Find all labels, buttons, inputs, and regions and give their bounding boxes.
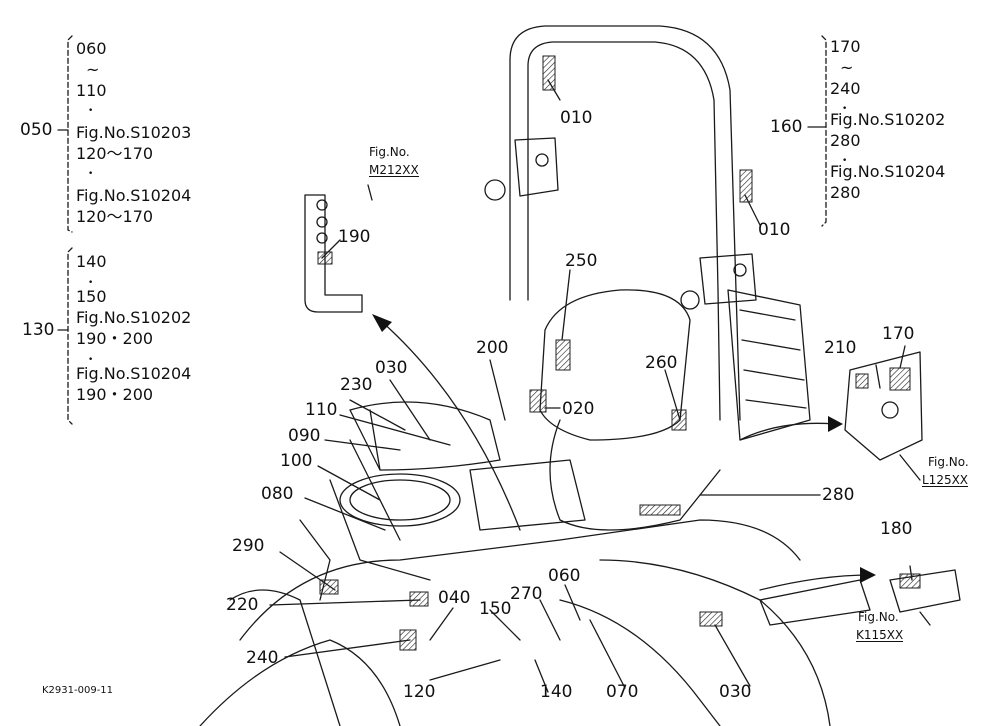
group-160-list: 170 ~ 240 • Fig.No.S10202 280 • Fig.No.S… bbox=[830, 36, 945, 203]
group-050-line: ~ bbox=[86, 60, 100, 79]
callout-010: 010 bbox=[758, 220, 791, 240]
callout-190: 190 bbox=[338, 227, 371, 247]
group-160-line: 170 bbox=[830, 37, 861, 56]
figref-l125-title: Fig.No. bbox=[928, 455, 969, 469]
group-130-list: 140 • 150 Fig.No.S10202 190・200 • Fig.No… bbox=[76, 252, 191, 406]
figref-k115-code: K115XX bbox=[856, 628, 904, 642]
callout-030: 030 bbox=[375, 358, 408, 378]
group-160-line: 280 bbox=[830, 131, 861, 150]
callout-100: 100 bbox=[280, 451, 313, 471]
group-130-line: • bbox=[88, 278, 94, 288]
group-130-line: 190・200 bbox=[76, 385, 154, 404]
callout-210: 210 bbox=[824, 338, 857, 358]
callout-120: 120 bbox=[403, 682, 436, 702]
group-050-key: 050 bbox=[20, 120, 53, 140]
group-160-line: 240 bbox=[830, 79, 861, 98]
callout-200: 200 bbox=[476, 338, 509, 358]
callout-180: 180 bbox=[880, 519, 913, 539]
group-130-line: • bbox=[88, 355, 94, 365]
callout-270: 270 bbox=[510, 584, 543, 604]
group-050-line: • bbox=[88, 169, 94, 179]
group-050-line: 120～170 bbox=[76, 207, 154, 226]
group-050-line: Fig.No.S10204 bbox=[76, 186, 192, 205]
group-160-line: Fig.No.S10202 bbox=[830, 110, 946, 129]
callout-250: 250 bbox=[565, 251, 598, 271]
drawing-code: K2931-009-11 bbox=[42, 685, 114, 696]
callout-260: 260 bbox=[645, 353, 678, 373]
figref-k115-title: Fig.No. bbox=[858, 610, 899, 624]
group-050-line: Fig.No.S10203 bbox=[76, 123, 192, 142]
group-160-line: • bbox=[842, 104, 848, 114]
group-130-line: Fig.No.S10204 bbox=[76, 364, 192, 383]
group-050-list: 060 ~ 110 • Fig.No.S10203 120～170 • Fig.… bbox=[76, 38, 191, 227]
group-160-line: Fig.No.S10204 bbox=[830, 162, 946, 181]
figref-m212-code: M212XX bbox=[369, 163, 419, 177]
group-160-line: ~ bbox=[840, 58, 854, 77]
callout-150: 150 bbox=[479, 599, 512, 619]
callout-090: 090 bbox=[288, 426, 321, 446]
group-050-line: 120～170 bbox=[76, 144, 154, 163]
callout-110: 110 bbox=[305, 400, 338, 420]
group-130-line: 140 bbox=[76, 252, 107, 271]
callout-290: 290 bbox=[232, 536, 265, 556]
callout-240: 240 bbox=[246, 648, 279, 668]
callout-020: 020 bbox=[562, 399, 595, 419]
callout-080: 080 bbox=[261, 484, 294, 504]
callout-280: 280 bbox=[822, 485, 855, 505]
callout-230: 230 bbox=[340, 375, 373, 395]
callout-170: 170 bbox=[882, 324, 915, 344]
callout-030: 030 bbox=[719, 682, 752, 702]
group-160-line: • bbox=[842, 156, 848, 166]
callout-010: 010 bbox=[560, 108, 593, 128]
group-130-line: Fig.No.S10202 bbox=[76, 308, 192, 327]
group-130-key: 130 bbox=[22, 320, 55, 340]
callout-040: 040 bbox=[438, 588, 471, 608]
callout-220: 220 bbox=[226, 595, 259, 615]
group-160-line: 280 bbox=[830, 183, 861, 202]
callout-060: 060 bbox=[548, 566, 581, 586]
group-050-line: • bbox=[88, 106, 94, 116]
figref-m212-title: Fig.No. bbox=[369, 145, 410, 159]
figref-l125-code: L125XX bbox=[922, 473, 969, 487]
group-050-line: 060 bbox=[76, 39, 107, 58]
group-130-line: 190・200 bbox=[76, 329, 154, 348]
group-160-key: 160 bbox=[770, 117, 803, 137]
callout-140: 140 bbox=[540, 682, 573, 702]
group-050-line: 110 bbox=[76, 81, 107, 100]
callout-070: 070 bbox=[606, 682, 639, 702]
group-130-line: 150 bbox=[76, 287, 107, 306]
